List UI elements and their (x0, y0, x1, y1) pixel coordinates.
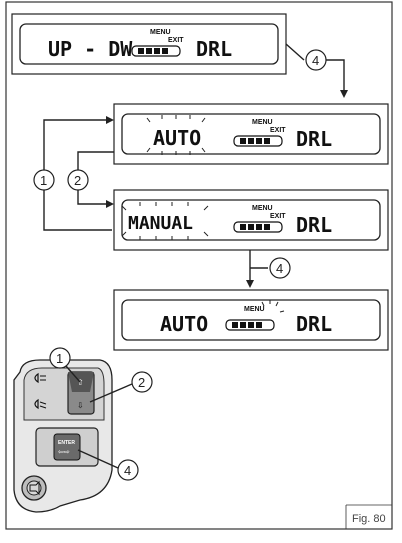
enter-button[interactable]: ENTER ⇦⇨ (35, 427, 99, 467)
callout-1-switch: 1 (49, 347, 81, 383)
figure-caption: Fig. 80 (352, 513, 386, 525)
display-panel-2: AUTO MENU EXIT DRL (113, 103, 389, 165)
panel-1-right-text: DRL (196, 37, 232, 61)
figure-frame (5, 1, 393, 530)
panel-1-menu-bar (131, 45, 181, 57)
callout-4-switch: 4 (77, 449, 139, 481)
down-arrow-icon: ⇩ (77, 401, 84, 410)
panel-4-blink-rays (261, 300, 285, 313)
callout-4-middle: 4 (246, 250, 291, 288)
panel-2-left-text: AUTO (153, 126, 201, 150)
callout-2-loop: 2 (67, 151, 114, 208)
svg-text:1: 1 (56, 351, 63, 366)
panel-2-exit-label: EXIT (270, 127, 286, 134)
display-panel-4: AUTO MENU DRL (113, 289, 389, 351)
panel-1-left-text: UP - DW (48, 37, 133, 61)
panel-2-right-text: DRL (296, 127, 332, 151)
panel-3-left-text: MANUAL (128, 213, 193, 234)
panel-4-left-text: AUTO (160, 312, 208, 336)
panel-3-blink-rays (121, 202, 209, 240)
enter-arrows-icon: ⇦⇨ (58, 449, 70, 456)
svg-text:4: 4 (312, 53, 319, 68)
svg-text:4: 4 (276, 261, 283, 276)
panel-3-right-text: DRL (296, 213, 332, 237)
svg-text:2: 2 (74, 173, 81, 188)
panel-3-exit-label: EXIT (270, 213, 286, 220)
panel-1-menu-label: MENU (150, 29, 171, 36)
up-down-rocker[interactable]: ⇧ ⇩ (67, 371, 95, 415)
horn-icon (29, 480, 40, 496)
svg-text:1: 1 (40, 173, 47, 188)
headlight-low-icon (34, 398, 47, 410)
panel-3-menu-label: MENU (252, 205, 273, 212)
up-arrow-icon: ⇧ (77, 378, 84, 387)
panel-4-menu-label: MENU (244, 306, 265, 313)
panel-4-menu-bar (225, 319, 275, 331)
display-panel-1: UP - DW MENU EXIT DRL (11, 13, 287, 75)
panel-3-menu-bar (233, 221, 283, 233)
panel-2-menu-label: MENU (252, 119, 273, 126)
horn-button[interactable] (21, 475, 47, 501)
enter-label: ENTER (58, 440, 75, 446)
handlebar-switch: ⇧ ⇩ ENTER ⇦⇨ (13, 359, 113, 513)
panel-1-exit-label: EXIT (168, 37, 184, 44)
headlight-icon (34, 372, 46, 384)
display-panel-3: MANUAL MENU EXIT DRL (113, 189, 389, 251)
svg-text:4: 4 (124, 463, 131, 478)
callout-4-top: 4 (285, 43, 348, 98)
panel-2-blink-rays (146, 115, 206, 155)
panel-4-right-text: DRL (296, 312, 332, 336)
callout-2-switch: 2 (89, 371, 153, 403)
callout-1-loop: 1 (33, 116, 114, 231)
svg-text:2: 2 (138, 375, 145, 390)
panel-2-menu-bar (233, 135, 283, 147)
